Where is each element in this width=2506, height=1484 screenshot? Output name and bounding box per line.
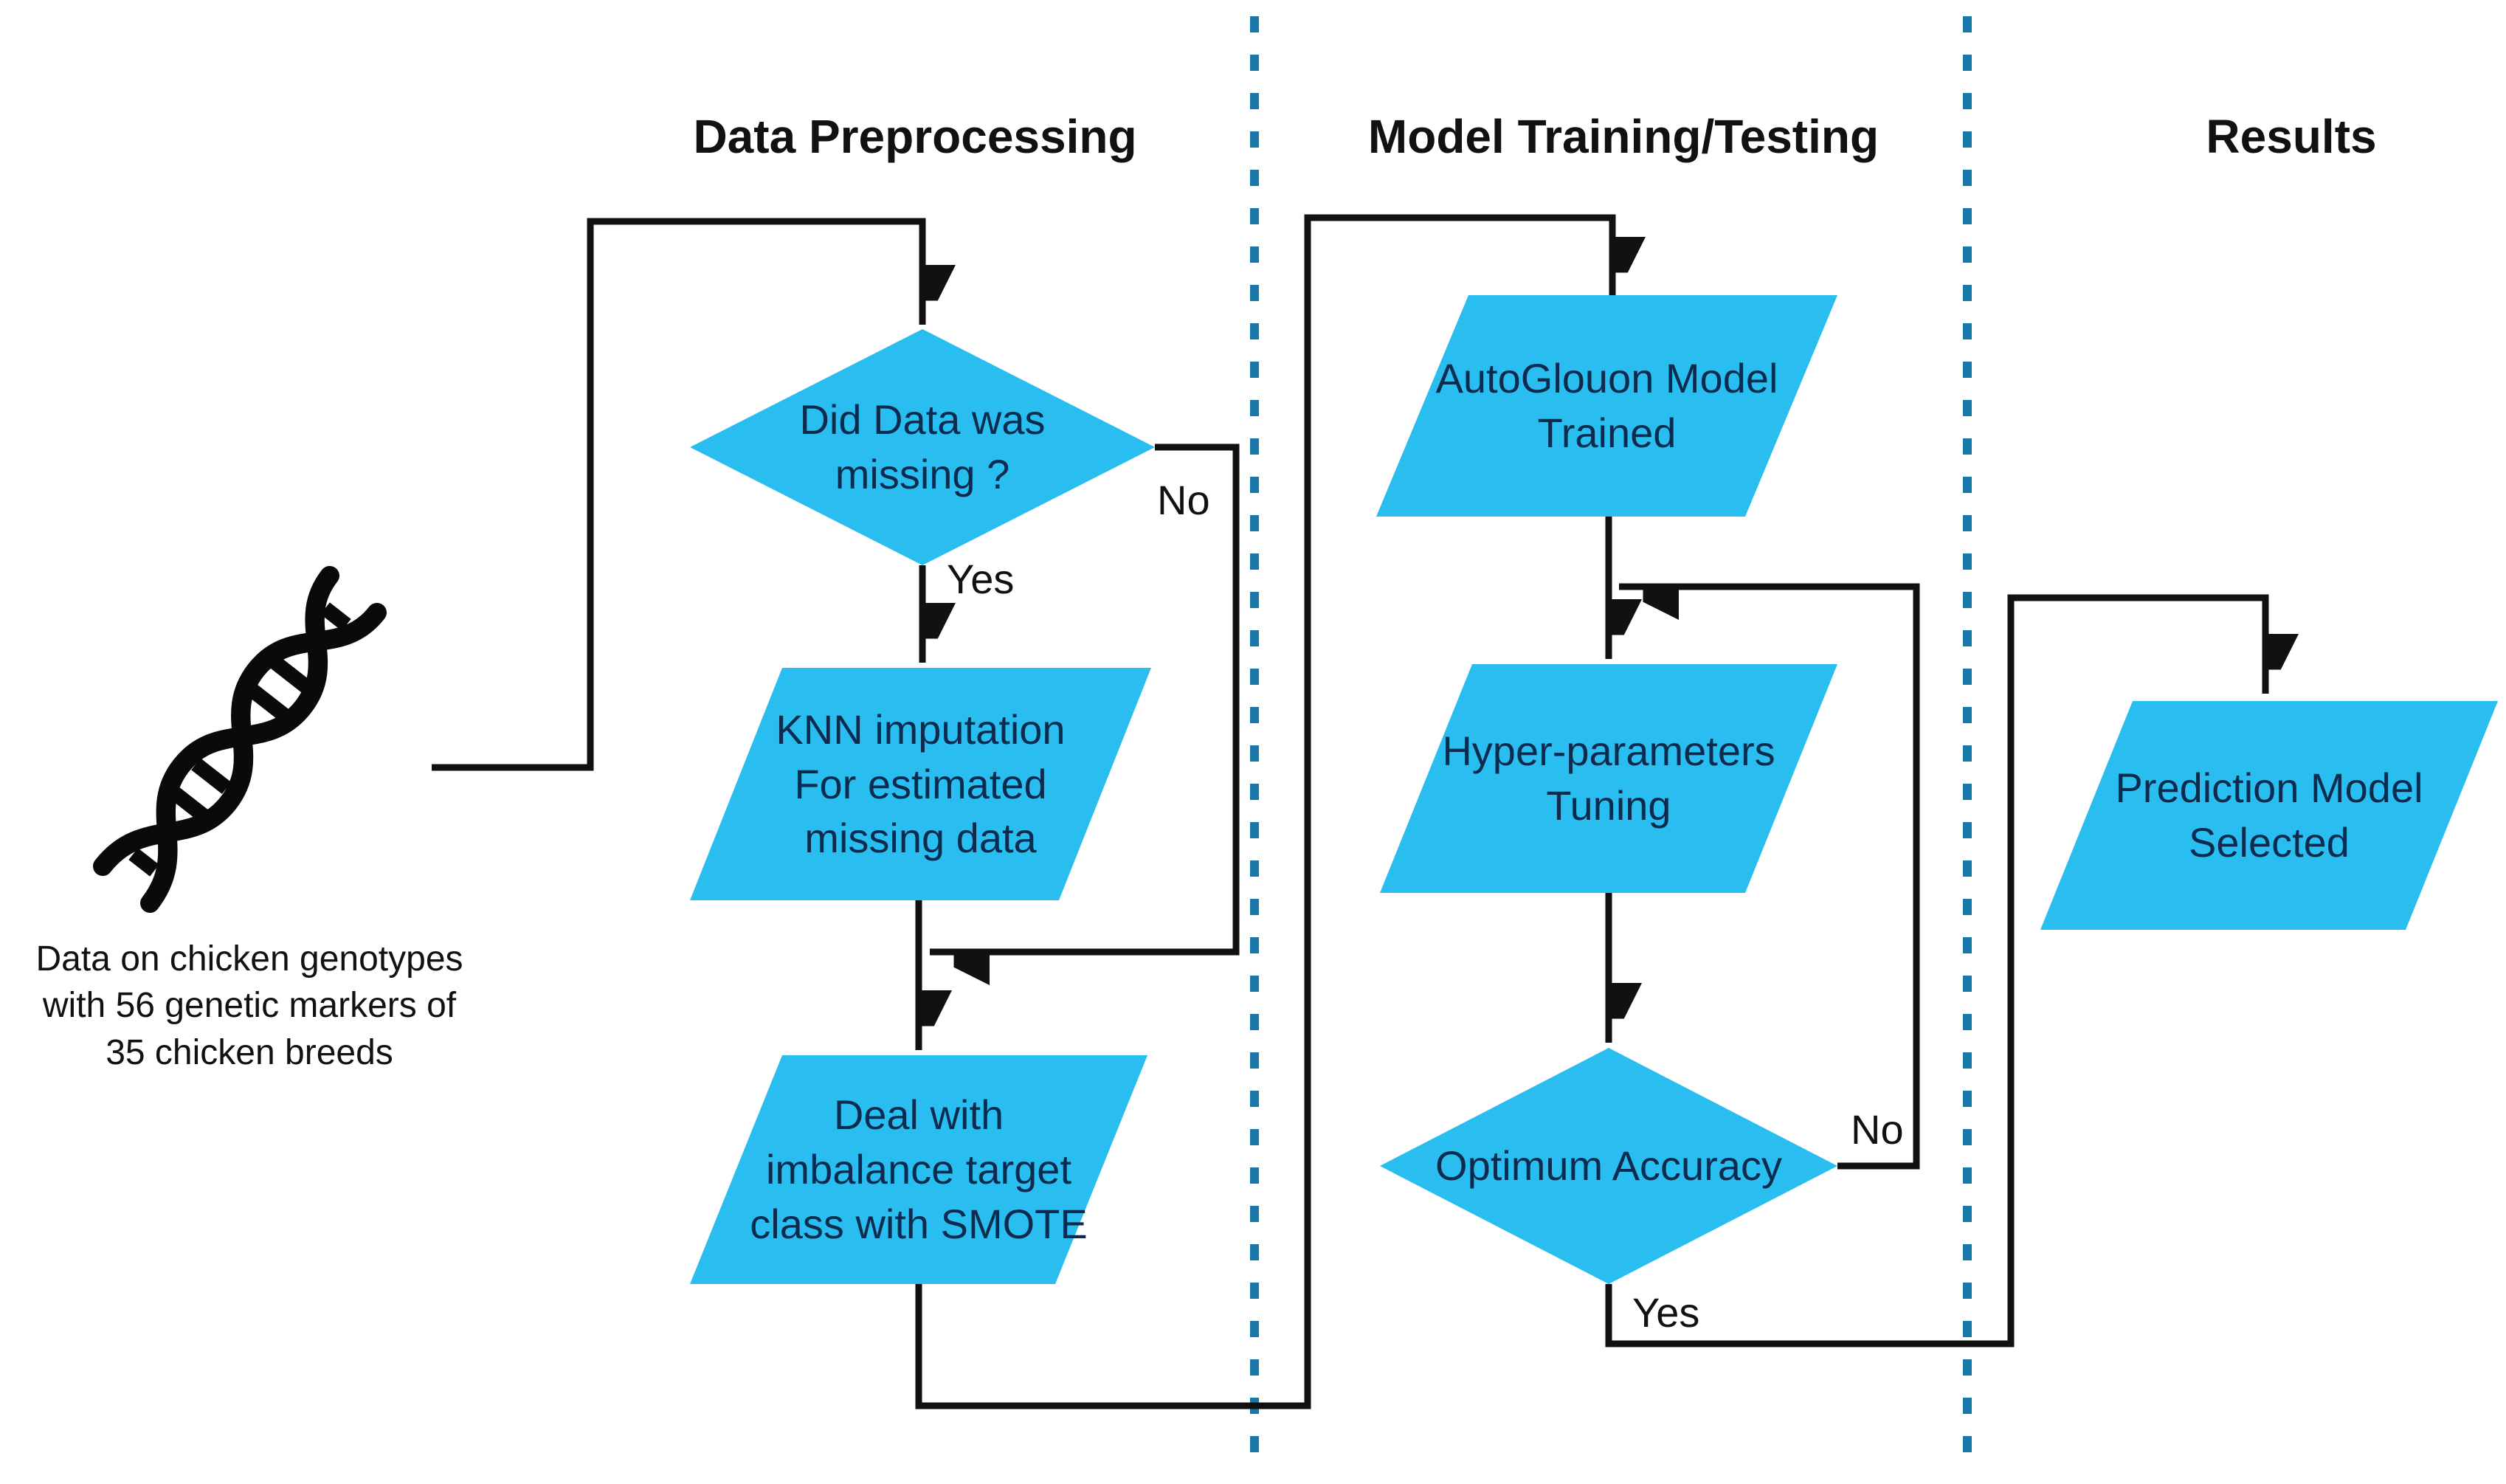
edge-label-missing-no: No	[1157, 477, 1210, 523]
process-parallelogram-shape	[690, 1055, 1147, 1284]
edge-label-missing-yes: Yes	[947, 556, 1015, 602]
dna-icon	[93, 565, 387, 914]
decision-diamond-shape	[1380, 1048, 1837, 1284]
node-autogluon: AutoGlouon Model Trained	[1376, 295, 1837, 517]
node-prediction: Prediction Model Selected	[2040, 701, 2498, 930]
node-label: KNN imputation For estimated missing dat…	[776, 705, 1066, 862]
node-tuning: Hyper-parameters Tuning	[1380, 664, 1837, 893]
process-parallelogram-shape	[1380, 664, 1837, 893]
decision-diamond-shape	[690, 329, 1155, 565]
node-knn-imputation: KNN imputation For estimated missing dat…	[690, 668, 1151, 900]
node-label: Prediction Model Selected	[2115, 765, 2423, 866]
process-parallelogram-shape	[2040, 701, 2498, 930]
node-decision-accuracy: Optimum Accuracy	[1380, 1048, 1837, 1284]
node-label: Hyper-parameters Tuning	[1442, 728, 1775, 829]
input-caption: Data on chicken genotypes with 56 geneti…	[35, 939, 463, 1072]
process-parallelogram-shape	[690, 668, 1151, 900]
node-label: Did Data was missing ?	[799, 396, 1046, 497]
node-label: Deal with imbalance target class with SM…	[750, 1091, 1088, 1247]
dna-strand-right	[93, 602, 387, 877]
node-decision-missing: Did Data was missing ?	[690, 329, 1155, 565]
section-title-training: Model Training/Testing	[1367, 110, 1880, 163]
process-parallelogram-shape	[1376, 295, 1837, 517]
node-label: AutoGlouon Model Trained	[1435, 355, 1778, 456]
edge-label-accuracy-yes: Yes	[1632, 1289, 1700, 1336]
section-title-results: Results	[2206, 110, 2377, 163]
dna-rungs	[128, 602, 351, 877]
edge-label-accuracy-no: No	[1851, 1106, 1904, 1153]
node-label: Optimum Accuracy	[1435, 1142, 1782, 1190]
section-title-preprocessing: Data Preprocessing	[693, 110, 1137, 163]
node-smote: Deal with imbalance target class with SM…	[690, 1055, 1147, 1284]
